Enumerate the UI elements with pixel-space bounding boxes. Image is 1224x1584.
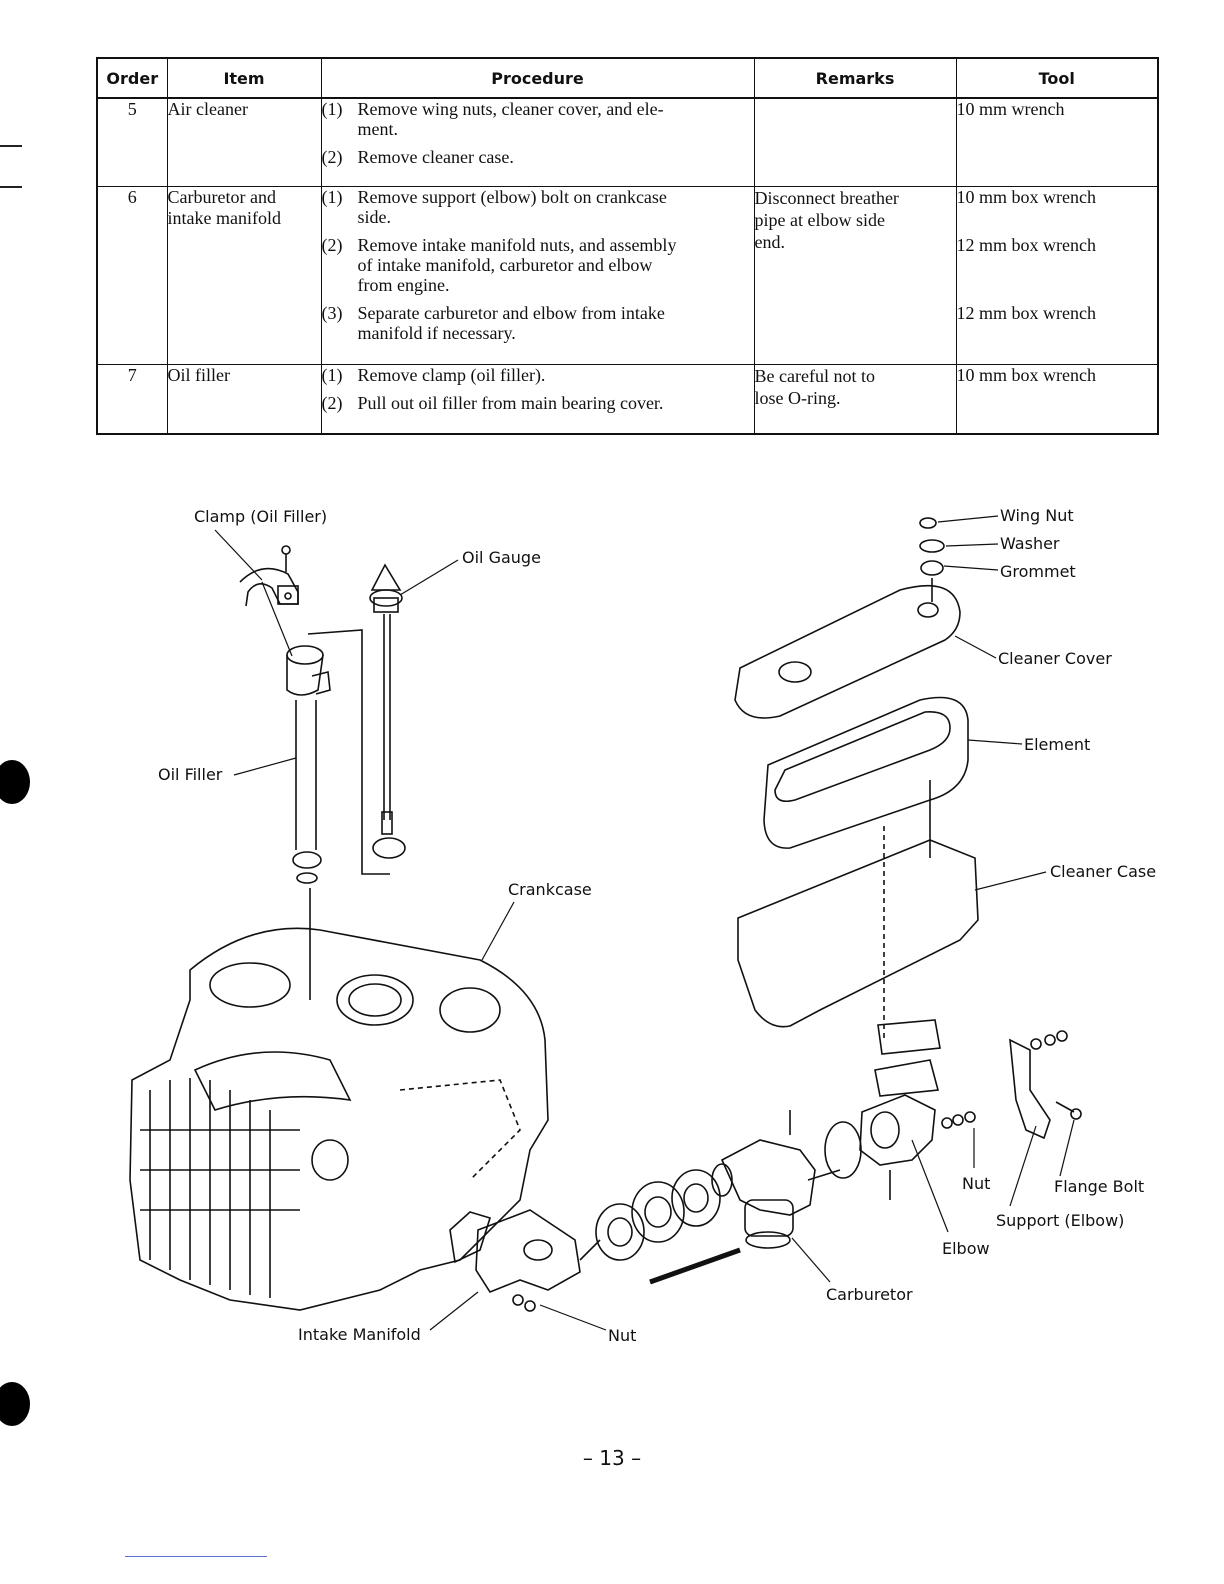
page-number: – 13 –	[582, 1446, 642, 1470]
step-text: Separate carburetor and elbow from intak…	[357, 302, 665, 343]
cell-remarks: Disconnect breather pipe at elbow side e…	[753, 185, 957, 365]
label-cleaner-cover: Cleaner Cover	[998, 649, 1112, 668]
step-number: (3)	[321, 302, 343, 323]
procedure-step: (1) Remove wing nuts, cleaner cover, and …	[322, 99, 754, 139]
label-wing-nut: Wing Nut	[1000, 506, 1074, 525]
step-text: Remove cleaner case.	[357, 147, 514, 167]
footer-rule	[125, 1556, 267, 1557]
step-number: (1)	[321, 99, 343, 119]
header-remarks: Remarks	[753, 57, 957, 99]
cleaner-case-part	[737, 780, 979, 1040]
cell-item: Air cleaner	[166, 97, 322, 187]
cell-procedure: (1) Remove support (elbow) bolt on crankc…	[320, 185, 755, 365]
cell-order: 5	[96, 97, 168, 187]
step-number: (1)	[321, 364, 343, 385]
step-number: (2)	[321, 392, 343, 413]
label-intake-manifold: Intake Manifold	[298, 1325, 421, 1344]
step-text: Remove intake manifold nuts, and assembl…	[357, 234, 677, 295]
intake-manifold-part	[449, 1209, 601, 1312]
step-text: Remove support (elbow) bolt on crankcase…	[357, 186, 667, 227]
procedure-step: (1) Remove support (elbow) bolt on crankc…	[322, 187, 754, 227]
cell-procedure: (1) Remove clamp (oil filler). (2) Pull out…	[320, 363, 755, 435]
tool-entry: 10 mm box wrench	[956, 186, 1096, 207]
exploded-view-diagram: Clamp (Oil Filler) Oil Gauge Oil Filler …	[129, 506, 1156, 1345]
procedure-step: (2) Remove intake manifold nuts, and asse…	[322, 235, 754, 295]
cleaner-cover-part	[734, 584, 961, 719]
label-carburetor: Carburetor	[826, 1285, 913, 1304]
element-part	[763, 696, 969, 849]
tool-entry: 12 mm box wrench	[956, 234, 1096, 255]
cell-order: 6	[96, 185, 168, 365]
binder-punch-hole-top	[0, 760, 30, 804]
label-elbow: Elbow	[942, 1239, 990, 1258]
label-clamp-oil-filler: Clamp (Oil Filler)	[194, 507, 327, 526]
cell-item: Carburetor and intake manifold	[166, 185, 322, 365]
step-text: Remove clamp (oil filler).	[357, 364, 546, 385]
cell-procedure: (1) Remove wing nuts, cleaner cover, and …	[320, 97, 755, 187]
clamp-oil-filler-part	[239, 545, 299, 607]
label-washer: Washer	[1000, 534, 1060, 553]
label-support-elbow: Support (Elbow)	[996, 1211, 1124, 1230]
cell-remarks	[753, 97, 957, 187]
elbow-gasket-part	[824, 1121, 862, 1179]
tool-entry: 12 mm box wrench	[956, 302, 1096, 323]
header-order: Order	[96, 57, 168, 99]
procedure-step: (2) Pull out oil filler from main bearing…	[322, 393, 754, 413]
procedure-step: (1) Remove clamp (oil filler).	[322, 365, 754, 385]
oil-filler-part	[286, 645, 331, 884]
cell-remarks: Be careful not to lose O-ring.	[753, 363, 957, 435]
cell-order: 7	[96, 363, 168, 435]
header-tool: Tool	[955, 57, 1159, 99]
oil-gauge-part	[369, 563, 406, 859]
tool-entry: 10 mm box wrench	[956, 364, 1096, 385]
step-number: (1)	[321, 186, 343, 207]
label-cleaner-case: Cleaner Case	[1050, 862, 1156, 881]
table-header-row: Order Item Procedure Remarks Tool	[96, 57, 1159, 99]
step-number: (2)	[321, 234, 343, 255]
cell-item: Oil filler	[166, 363, 322, 435]
header-procedure: Procedure	[320, 57, 755, 99]
step-text: Remove wing nuts, cleaner cover, and ele…	[357, 99, 664, 139]
label-grommet: Grommet	[1000, 562, 1076, 581]
binder-punch-hole-bottom	[0, 1382, 30, 1426]
label-oil-gauge: Oil Gauge	[462, 548, 541, 567]
cell-tool: 10 mm wrench	[955, 97, 1159, 187]
procedure-step: (2) Remove cleaner case.	[322, 147, 754, 167]
cell-tool: 10 mm box wrench 12 mm box wrench 12 mm bo…	[955, 185, 1159, 365]
wing-nut-washer-grommet-parts	[919, 517, 945, 602]
label-oil-filler: Oil Filler	[158, 765, 223, 784]
step-number: (2)	[321, 147, 343, 167]
elbow-part	[859, 1019, 976, 1200]
label-nut-bottom: Nut	[608, 1326, 636, 1345]
gasket-parts	[595, 1163, 733, 1261]
cell-tool: 10 mm box wrench	[955, 363, 1159, 435]
crankcase-part	[129, 927, 549, 1311]
label-flange-bolt: Flange Bolt	[1054, 1177, 1144, 1196]
edge-mark	[0, 145, 22, 147]
edge-mark	[0, 186, 22, 188]
support-elbow-part	[1009, 1030, 1082, 1140]
procedure-step: (3) Separate carburetor and elbow from in…	[322, 303, 754, 343]
label-element: Element	[1024, 735, 1090, 754]
label-crankcase: Crankcase	[508, 880, 592, 899]
step-text: Pull out oil filler from main bearing co…	[357, 392, 664, 413]
carburetor-part	[720, 1110, 841, 1249]
header-item: Item	[166, 57, 322, 99]
tool-entry: 10 mm wrench	[956, 99, 1065, 119]
label-nut-right: Nut	[962, 1174, 990, 1193]
